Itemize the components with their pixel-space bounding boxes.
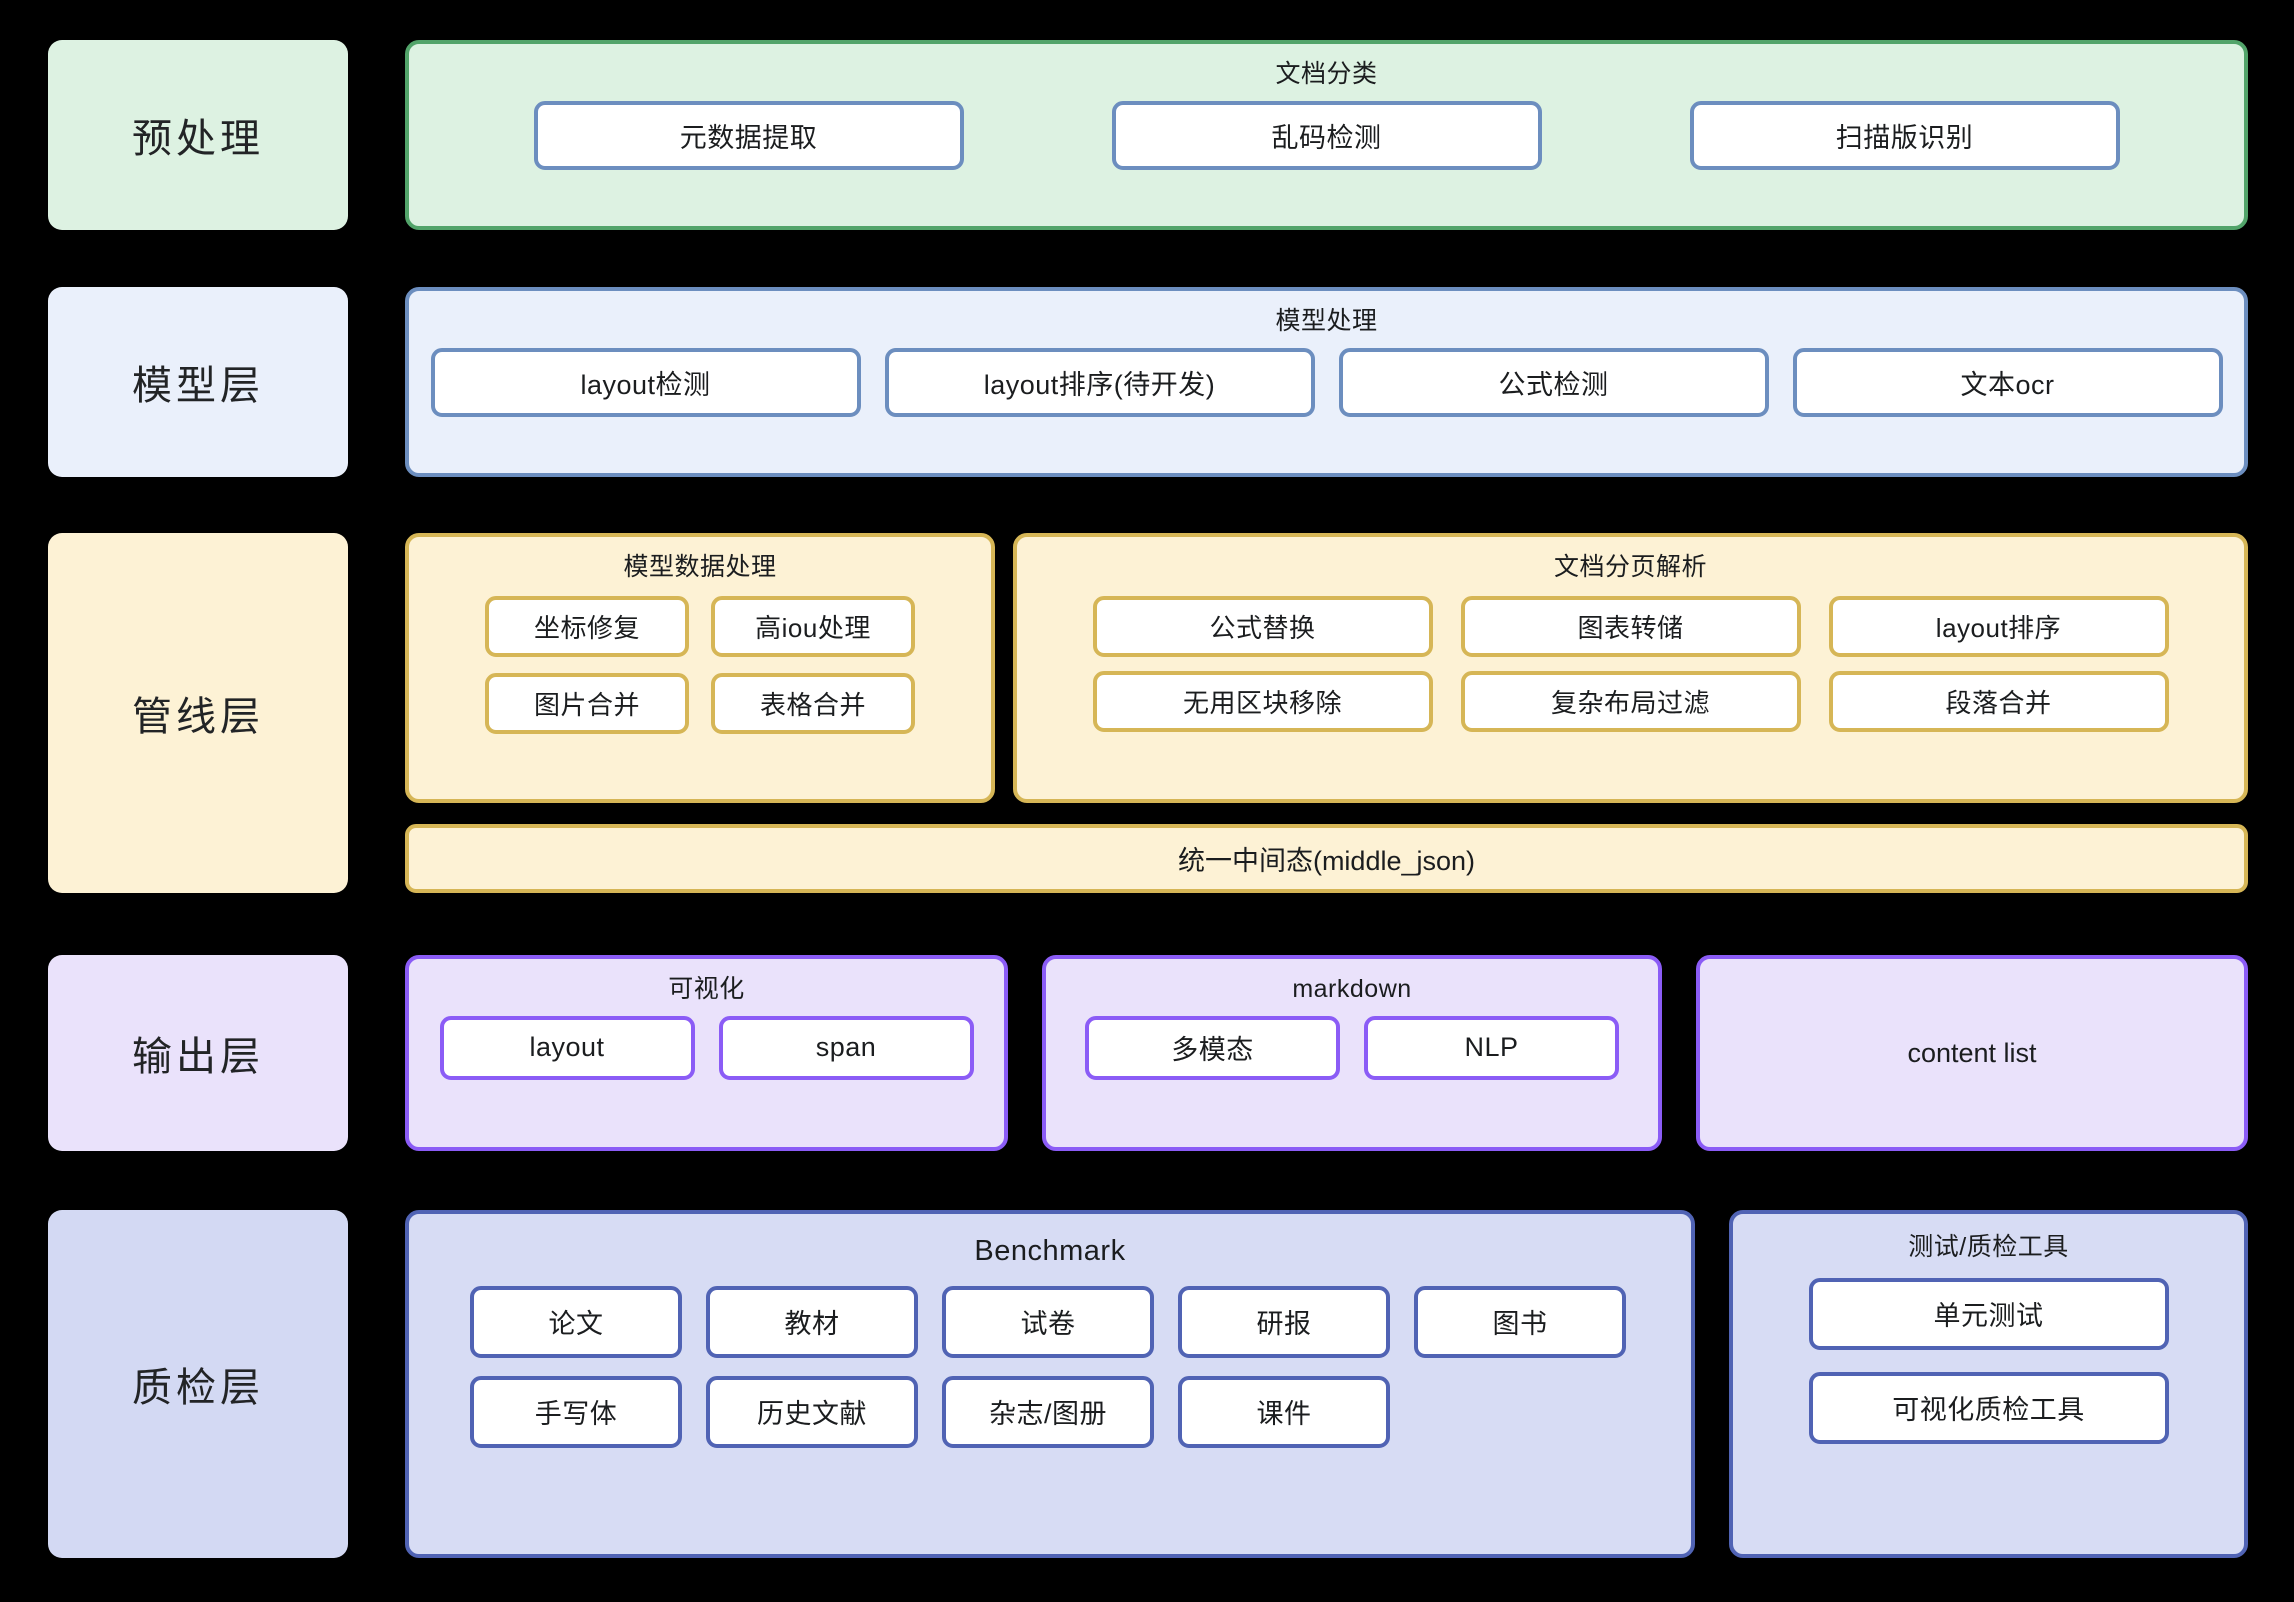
pipeline-groups-row: 模型数据处理 坐标修复 高iou处理 图片合并 表格合并 文档分页解析 公式替换… (405, 533, 2248, 803)
group-document-classification: 文档分类 元数据提取 乱码检测 扫描版识别 (405, 40, 2248, 230)
node-chart-dump[interactable]: 图表转储 (1460, 595, 1801, 657)
node-complex-layout-filter[interactable]: 复杂布局过滤 (1460, 670, 1801, 732)
node-nlp[interactable]: NLP (1364, 1015, 1619, 1080)
bar-unified-middle-json[interactable]: 统一中间态(middle_json) (405, 824, 2248, 893)
group-body-document-page-parsing: 公式替换 图表转储 layout排序 无用区块移除 复杂布局过滤 段落合并 (1017, 595, 2244, 732)
node-layout[interactable]: layout (439, 1015, 695, 1080)
node-layout-detection[interactable]: layout检测 (430, 347, 861, 417)
node-coordinate-repair[interactable]: 坐标修复 (485, 595, 689, 657)
node-magazine-album[interactable]: 杂志/图册 (942, 1375, 1154, 1448)
group-title-document-classification: 文档分类 (1275, 60, 1378, 88)
group-body-markdown: 多模态 NLP (1046, 1015, 1658, 1080)
node-high-iou-processing[interactable]: 高iou处理 (711, 595, 915, 657)
pipeline-content: 模型数据处理 坐标修复 高iou处理 图片合并 表格合并 文档分页解析 公式替换… (405, 533, 2248, 893)
group-title-test-qc-tools: 测试/质检工具 (1908, 1233, 2069, 1261)
node-unit-test[interactable]: 单元测试 (1808, 1277, 2169, 1350)
layer-label-pipeline: 管线层 (48, 533, 348, 893)
group-content-list: content list (1696, 955, 2248, 1151)
group-body-document-classification: 元数据提取 乱码检测 扫描版识别 (409, 100, 2244, 170)
group-body-benchmark: 论文 教材 试卷 研报 图书 手写体 历史文献 杂志/图册 课件 (440, 1285, 1660, 1448)
group-title-model-data-processing: 模型数据处理 (623, 553, 777, 581)
layer-label-output: 输出层 (48, 955, 348, 1151)
group-model-data-processing: 模型数据处理 坐标修复 高iou处理 图片合并 表格合并 (405, 533, 995, 803)
node-scanned-recognition[interactable]: 扫描版识别 (1689, 100, 2120, 170)
group-body-visualization: layout span (409, 1015, 1004, 1080)
node-garbled-detection[interactable]: 乱码检测 (1111, 100, 1542, 170)
layer-row-preprocess: 预处理 文档分类 元数据提取 乱码检测 扫描版识别 (48, 40, 2248, 230)
node-layout-ordering-todo[interactable]: layout排序(待开发) (884, 347, 1315, 417)
node-table-merge[interactable]: 表格合并 (711, 672, 915, 734)
node-text-ocr[interactable]: 文本ocr (1792, 347, 2223, 417)
node-image-merge[interactable]: 图片合并 (485, 672, 689, 734)
node-useless-block-removal[interactable]: 无用区块移除 (1092, 670, 1433, 732)
layer-row-model: 模型层 模型处理 layout检测 layout排序(待开发) 公式检测 文本o… (48, 287, 2248, 477)
group-body-model-processing: layout检测 layout排序(待开发) 公式检测 文本ocr (409, 347, 2244, 417)
group-title-document-page-parsing: 文档分页解析 (1553, 553, 1707, 581)
group-benchmark: Benchmark 论文 教材 试卷 研报 图书 手写体 历史文献 杂志/图册 … (405, 1210, 1695, 1558)
group-title-benchmark: Benchmark (974, 1235, 1126, 1267)
group-title-model-processing: 模型处理 (1275, 307, 1378, 335)
node-multimodal[interactable]: 多模态 (1085, 1015, 1340, 1080)
node-handwriting[interactable]: 手写体 (470, 1375, 682, 1448)
node-courseware[interactable]: 课件 (1178, 1375, 1390, 1448)
layer-row-quality: 质检层 Benchmark 论文 教材 试卷 研报 图书 手写体 历史文献 杂志 (48, 1210, 2248, 1558)
group-title-visualization: 可视化 (668, 975, 745, 1003)
node-research-report[interactable]: 研报 (1178, 1285, 1390, 1358)
group-visualization: 可视化 layout span (405, 955, 1008, 1151)
node-formula-replacement[interactable]: 公式替换 (1092, 595, 1433, 657)
group-title-content-list: content list (1907, 1037, 2037, 1068)
node-span[interactable]: span (718, 1015, 974, 1080)
output-groups-row: 可视化 layout span markdown 多模态 NLP content… (405, 955, 2248, 1151)
layer-label-preprocess: 预处理 (48, 40, 348, 230)
layer-label-model: 模型层 (48, 287, 348, 477)
node-metadata-extraction[interactable]: 元数据提取 (533, 100, 964, 170)
layer-label-quality: 质检层 (48, 1210, 348, 1558)
node-layout-ordering[interactable]: layout排序 (1828, 595, 2169, 657)
group-model-processing: 模型处理 layout检测 layout排序(待开发) 公式检测 文本ocr (405, 287, 2248, 477)
node-formula-detection[interactable]: 公式检测 (1338, 347, 1769, 417)
layer-row-pipeline: 管线层 模型数据处理 坐标修复 高iou处理 图片合并 表格合并 文档分页解析 … (48, 533, 2248, 893)
group-body-model-data-processing: 坐标修复 高iou处理 图片合并 表格合并 (485, 595, 915, 734)
benchmark-row-2: 手写体 历史文献 杂志/图册 课件 (440, 1375, 1660, 1448)
group-test-qc-tools: 测试/质检工具 单元测试 可视化质检工具 (1729, 1210, 2248, 1558)
group-document-page-parsing: 文档分页解析 公式替换 图表转储 layout排序 无用区块移除 复杂布局过滤 … (1013, 533, 2248, 803)
node-paragraph-merge[interactable]: 段落合并 (1828, 670, 2169, 732)
benchmark-row-1: 论文 教材 试卷 研报 图书 (440, 1285, 1660, 1358)
layer-row-output: 输出层 可视化 layout span markdown 多模态 NLP con… (48, 955, 2248, 1151)
node-paper[interactable]: 论文 (470, 1285, 682, 1358)
quality-groups-row: Benchmark 论文 教材 试卷 研报 图书 手写体 历史文献 杂志/图册 … (405, 1210, 2248, 1558)
node-textbook[interactable]: 教材 (706, 1285, 918, 1358)
group-title-markdown: markdown (1292, 975, 1412, 1003)
node-visual-qc-tool[interactable]: 可视化质检工具 (1808, 1371, 2169, 1444)
group-body-test-qc-tools: 单元测试 可视化质检工具 (1733, 1277, 2244, 1444)
node-book[interactable]: 图书 (1414, 1285, 1626, 1358)
group-markdown: markdown 多模态 NLP (1042, 955, 1662, 1151)
node-exam-paper[interactable]: 试卷 (942, 1285, 1154, 1358)
node-historical-document[interactable]: 历史文献 (706, 1375, 918, 1448)
